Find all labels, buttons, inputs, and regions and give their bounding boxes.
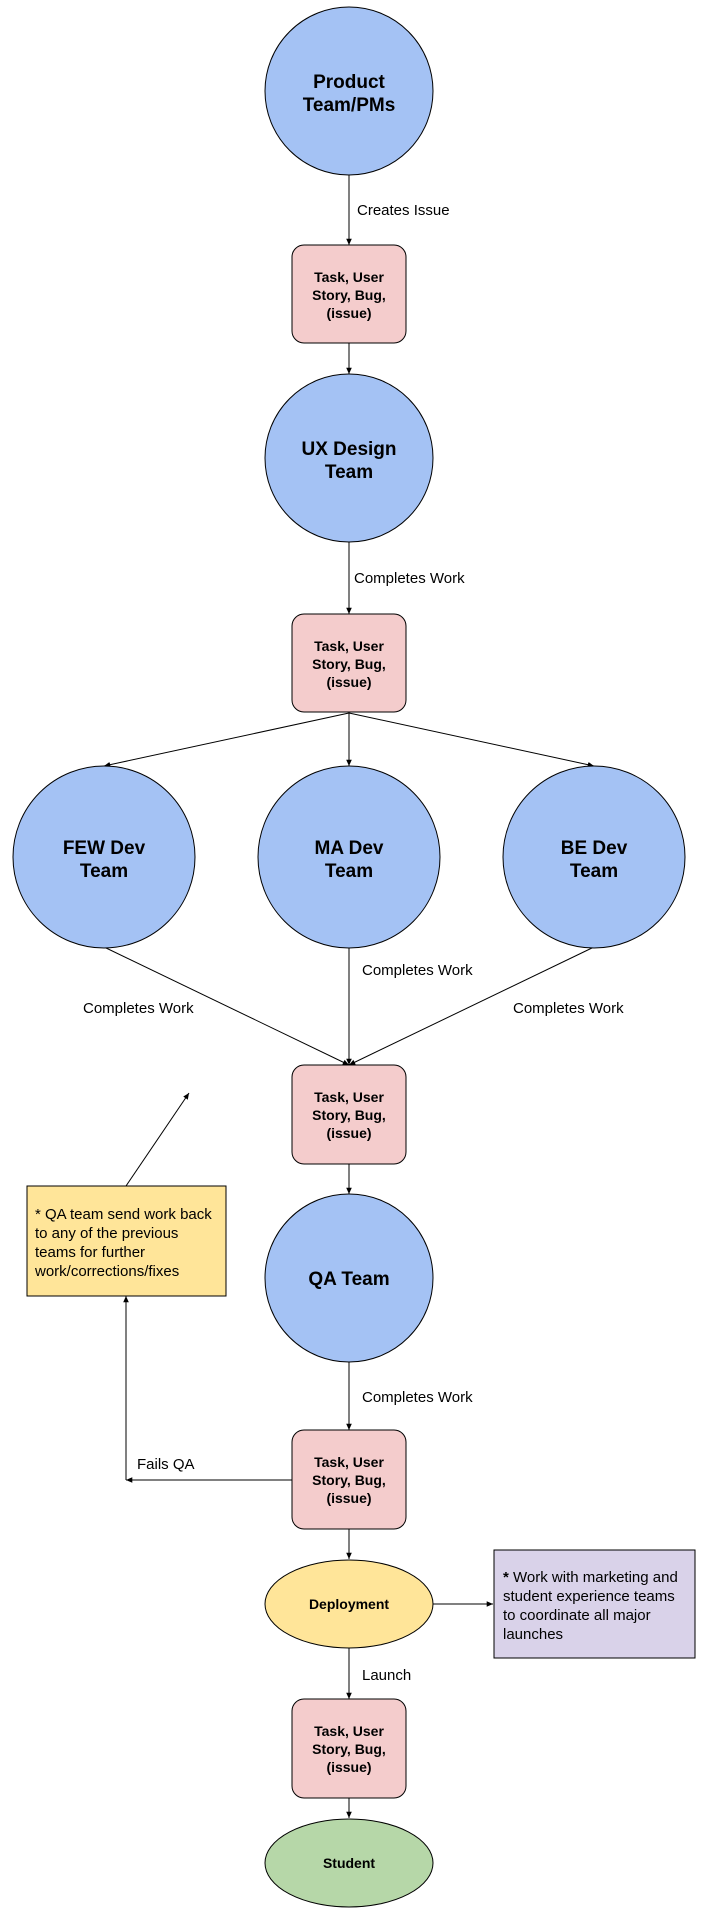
- be-team-label-line2: Team: [570, 861, 618, 882]
- ma-team-label-line1: MA Dev: [315, 838, 384, 859]
- few-team-label-line2: Team: [80, 861, 128, 882]
- edge-issue2-to-be: [348, 712, 595, 768]
- node-ux-team[interactable]: UX Design Team: [264, 373, 434, 543]
- edge-label-completes-work-ma: Completes Work: [362, 962, 473, 979]
- ma-team-shape: [257, 765, 441, 949]
- node-qa-team[interactable]: QA Team: [264, 1193, 434, 1363]
- issue-1-line1: Task, User: [314, 269, 384, 285]
- edge-label-fails-qa: Fails QA: [137, 1456, 195, 1473]
- edge-label-creates-issue: Creates Issue: [357, 202, 450, 219]
- product-team-label-line2: Team/PMs: [303, 95, 396, 116]
- launch-note-line1: * Work with marketing and: [503, 1569, 678, 1586]
- ux-team-shape: [264, 373, 434, 543]
- issue-3-shape: [291, 1064, 407, 1165]
- product-team-label-line1: Product: [313, 72, 385, 93]
- launch-note-shape: [493, 1549, 696, 1659]
- issue-4-line1: Task, User: [314, 1454, 384, 1470]
- student-shape: [264, 1818, 434, 1908]
- issue-4-shape: [291, 1429, 407, 1530]
- node-issue-5[interactable]: Task, User Story, Bug, (issue): [291, 1698, 407, 1799]
- issue-3-line2: Story, Bug,: [312, 1107, 386, 1123]
- qa-team-label: QA Team: [308, 1269, 389, 1290]
- issue-3-line1: Task, User: [314, 1089, 384, 1105]
- issue-3-line3: (issue): [326, 1125, 371, 1141]
- launch-note-line1-text: Work with marketing and: [509, 1569, 678, 1586]
- product-team-shape: [264, 6, 434, 176]
- few-team-label-line1: FEW Dev: [63, 838, 146, 859]
- issue-5-line1: Task, User: [314, 1723, 384, 1739]
- deployment-shape: [264, 1559, 434, 1649]
- edge-label-completes-work-ux: Completes Work: [354, 570, 465, 587]
- qa-note[interactable]: * QA team send work back to any of the p…: [26, 1185, 227, 1297]
- issue-2-line1: Task, User: [314, 638, 384, 654]
- qa-note-line2: to any of the previous: [35, 1225, 178, 1242]
- edge-few-to-issue3: [103, 946, 350, 1066]
- issue-2-line3: (issue): [326, 674, 371, 690]
- ux-team-label-line1: UX Design: [301, 439, 396, 460]
- issue-2-line2: Story, Bug,: [312, 656, 386, 672]
- edge-note-to-back: [125, 1092, 190, 1187]
- edge-label-launch: Launch: [362, 1667, 411, 1684]
- launch-note[interactable]: * Work with marketing and student experi…: [493, 1549, 696, 1659]
- edge-label-completes-work-few: Completes Work: [83, 1000, 194, 1017]
- issue-1-line2: Story, Bug,: [312, 287, 386, 303]
- launch-note-line2: student experience teams: [503, 1588, 675, 1605]
- edges: [103, 175, 595, 1818]
- launch-note-line3: to coordinate all major: [503, 1607, 651, 1624]
- launch-note-line4: launches: [503, 1626, 563, 1643]
- node-ma-team[interactable]: MA Dev Team: [257, 765, 441, 949]
- issue-5-shape: [291, 1698, 407, 1799]
- be-team-label-line1: BE Dev: [561, 838, 628, 859]
- node-student[interactable]: Student: [264, 1818, 434, 1908]
- edge-issue2-to-few: [103, 712, 350, 768]
- node-issue-1[interactable]: Task, User Story, Bug, (issue): [291, 244, 407, 344]
- deployment-label: Deployment: [309, 1596, 389, 1612]
- issue-4-line2: Story, Bug,: [312, 1472, 386, 1488]
- issue-5-line2: Story, Bug,: [312, 1741, 386, 1757]
- ux-team-label-line2: Team: [325, 462, 373, 483]
- issue-5-line3: (issue): [326, 1759, 371, 1775]
- node-issue-3[interactable]: Task, User Story, Bug, (issue): [291, 1064, 407, 1165]
- ma-team-label-line2: Team: [325, 861, 373, 882]
- issue-1-shape: [291, 244, 407, 344]
- node-be-team[interactable]: BE Dev Team: [502, 765, 686, 949]
- issue-1-line3: (issue): [326, 305, 371, 321]
- launch-note-asterisk: *: [503, 1569, 509, 1586]
- node-product-team[interactable]: Product Team/PMs: [264, 6, 434, 176]
- issue-2-shape: [291, 613, 407, 713]
- qa-team-shape: [264, 1193, 434, 1363]
- issue-4-line3: (issue): [326, 1490, 371, 1506]
- be-team-shape: [502, 765, 686, 949]
- node-issue-2[interactable]: Task, User Story, Bug, (issue): [291, 613, 407, 713]
- student-label: Student: [323, 1855, 375, 1871]
- edge-label-completes-work-qa: Completes Work: [362, 1389, 473, 1406]
- node-issue-4[interactable]: Task, User Story, Bug, (issue): [291, 1429, 407, 1530]
- edge-labels: Creates Issue Completes Work Completes W…: [83, 202, 624, 1684]
- qa-note-line1: * QA team send work back: [35, 1206, 212, 1223]
- qa-note-shape: [26, 1185, 227, 1297]
- node-deployment[interactable]: Deployment: [264, 1559, 434, 1649]
- edge-label-completes-work-be: Completes Work: [513, 1000, 624, 1017]
- qa-note-line4: work/corrections/fixes: [34, 1263, 179, 1280]
- qa-note-line3: teams for further: [35, 1244, 145, 1261]
- edge-be-to-issue3: [348, 946, 595, 1066]
- few-team-shape: [12, 765, 196, 949]
- node-few-team[interactable]: FEW Dev Team: [12, 765, 196, 949]
